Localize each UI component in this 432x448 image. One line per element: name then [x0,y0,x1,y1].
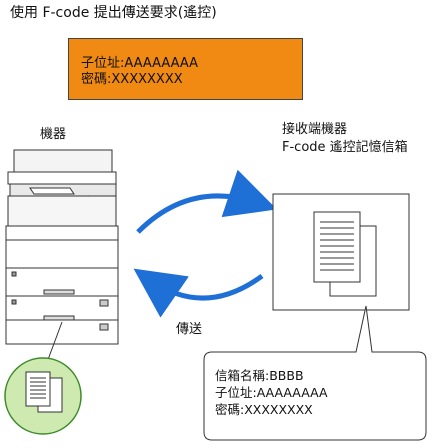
receiver-label-line2: F-code 遙控記憶信箱 [282,140,408,155]
request-sub-address: 子位址:AAAAAAAA [81,56,199,71]
device-label: 機器 [40,127,67,142]
mailbox-sub-address: 子位址:AAAAAAAA [215,385,328,400]
request-info-box: 子位址:AAAAAAAA 密碼:XXXXXXXX [68,38,303,100]
mailbox-info-text: 信箱名稱:BBBB 子位址:AAAAAAAA 密碼:XXXXXXXX [215,367,328,418]
request-password: 密碼:XXXXXXXX [81,72,183,87]
mailbox-password: 密碼:XXXXXXXX [215,402,313,417]
copier-device-icon [5,149,119,345]
original-documents-icon [4,357,82,435]
receiver-mailbox-box [272,193,410,311]
diagram-title: 使用 F-code 提出傳送要求(遙控) [10,5,217,21]
receiver-label-line1: 接收端機器 [282,122,348,137]
receiver-label: 接收端機器 F-code 遙控記憶信箱 [282,121,408,157]
transmission-label: 傳送 [176,322,203,337]
mailbox-info-callout [203,305,427,441]
mailbox-box-name: 信箱名稱:BBBB [215,368,304,383]
send-arrow-to-device [133,268,264,318]
request-arrow-to-receiver [136,169,277,234]
